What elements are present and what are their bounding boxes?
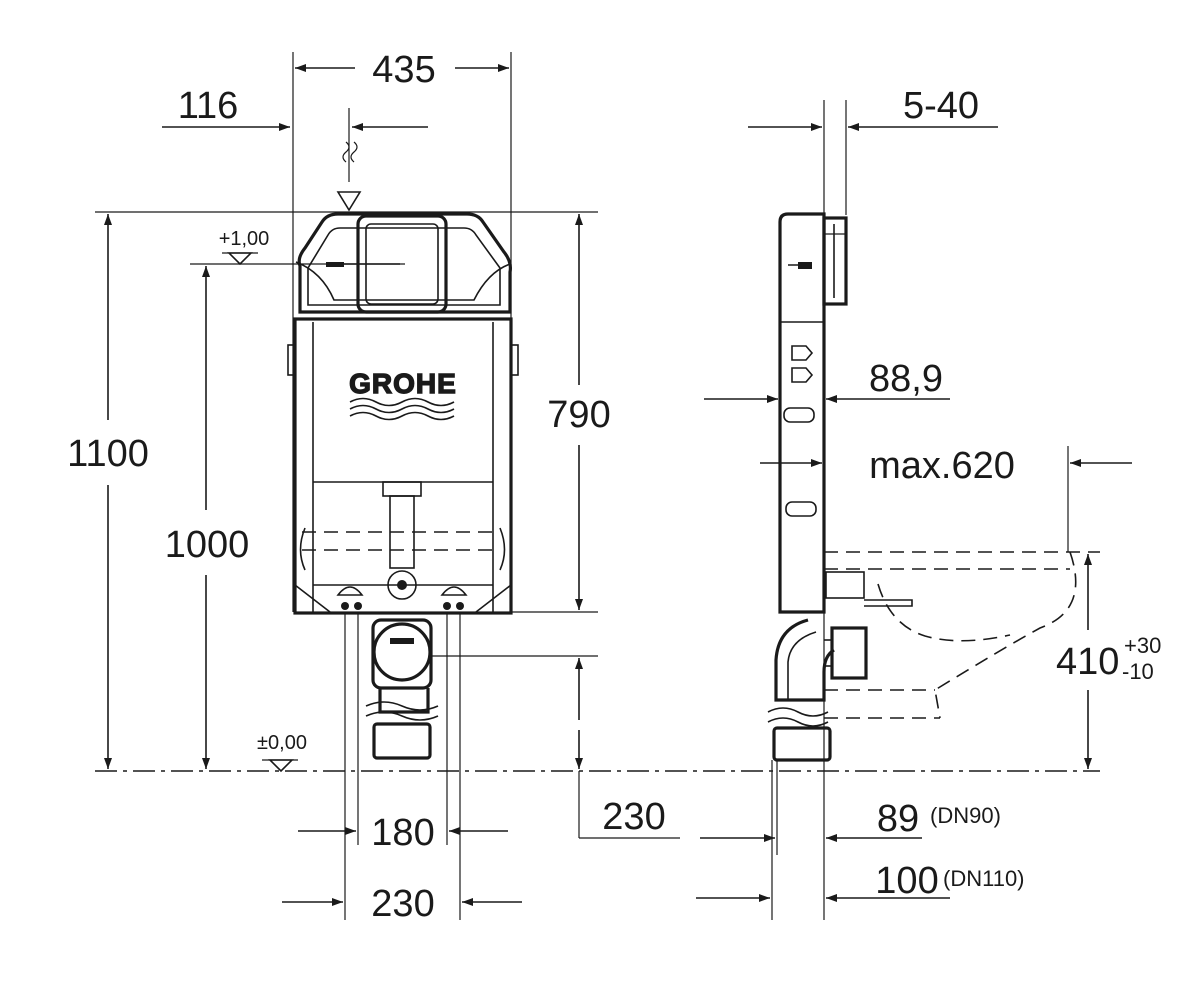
dimension-projection-max620: max.620 xyxy=(760,445,1132,552)
frame-side-profile xyxy=(778,212,848,614)
dimension-spacing-180: 180 xyxy=(298,812,508,854)
dimension-wall-5-40: 5-40 xyxy=(748,85,998,131)
label-89: 89 xyxy=(877,798,919,840)
label-435: 435 xyxy=(372,49,435,91)
dimension-width-435: 435 xyxy=(295,49,509,91)
label-dn90: (DN90) xyxy=(930,803,1001,828)
front-view: 435 116 +1,00 xyxy=(67,49,1100,925)
label-1000: 1000 xyxy=(165,524,250,566)
dimension-depth-88-9: 88,9 xyxy=(704,358,950,403)
label-790: 790 xyxy=(547,394,610,436)
label-5-40: 5-40 xyxy=(903,85,979,127)
drain-elbow xyxy=(365,618,598,760)
label-drain-230: 230 xyxy=(602,796,665,838)
dimension-spacing-230: 230 xyxy=(282,883,522,925)
level-top: +1,00 xyxy=(190,228,405,266)
mounting-bolts xyxy=(336,586,468,610)
dimension-offset-116: 116 xyxy=(162,85,428,182)
dimension-height-790: 790 xyxy=(511,214,611,613)
label-level-floor: ±0,00 xyxy=(257,732,307,754)
dimension-height-410: 410 +30 -10 xyxy=(1056,554,1161,769)
grohe-logo: GROHE xyxy=(348,367,457,421)
dimension-pipe-100: 100 (DN110) xyxy=(696,860,1025,902)
side-view: 5-40 88,9 ma xyxy=(696,85,1161,920)
label-116: 116 xyxy=(178,85,239,127)
level-floor: ±0,00 xyxy=(95,732,1100,773)
label-level-top: +1,00 xyxy=(219,228,270,250)
frame-body xyxy=(287,317,519,615)
label-1100: 1100 xyxy=(67,433,149,475)
wall-anchors xyxy=(783,345,817,517)
bowl-dashed-outline xyxy=(299,527,506,571)
dimension-height-1100: 1100 xyxy=(67,214,149,769)
drain-elbow-side xyxy=(767,618,835,762)
label-180: 180 xyxy=(371,812,434,854)
water-inlet-symbol xyxy=(336,141,362,212)
toilet-bowl-dashed xyxy=(824,551,1100,719)
label-dn110: (DN110) xyxy=(943,866,1025,891)
label-410-tol-plus: +30 xyxy=(1124,633,1161,658)
dimension-height-1000: 1000 xyxy=(165,266,250,769)
bowl-bracket xyxy=(824,571,913,680)
label-88-9: 88,9 xyxy=(869,358,943,400)
label-max620: max.620 xyxy=(869,445,1015,487)
label-spacing-230: 230 xyxy=(371,883,434,925)
cistern-frame xyxy=(295,212,512,314)
dimension-drain-230: 230 xyxy=(575,658,680,839)
flush-pipe xyxy=(382,481,422,600)
dimension-pipe-89: 89 (DN90) xyxy=(700,798,1001,842)
label-100: 100 xyxy=(875,860,938,902)
label-410-tol-minus: -10 xyxy=(1122,659,1154,684)
label-410: 410 xyxy=(1056,641,1119,683)
brand-logo: GROHE xyxy=(349,368,457,399)
